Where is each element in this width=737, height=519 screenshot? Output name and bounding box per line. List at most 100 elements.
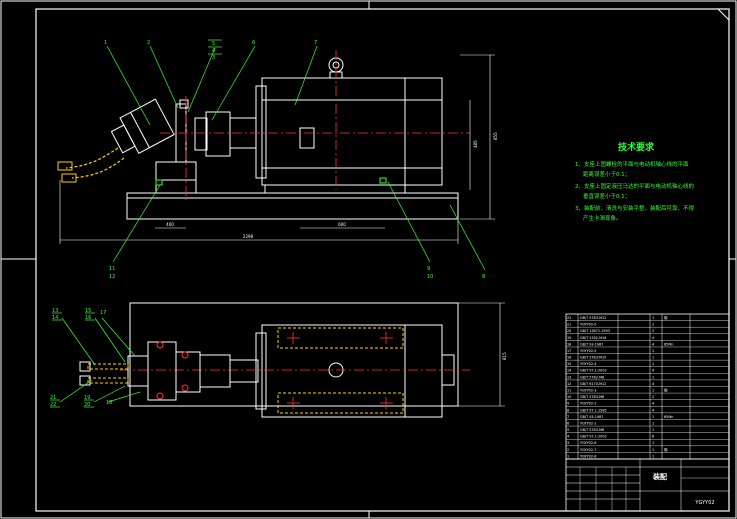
dim-length-b: 600	[338, 222, 346, 227]
bom-cell: YGYY02-4	[580, 362, 596, 366]
hose-lower	[71, 157, 125, 179]
bom-cell: 18	[567, 342, 571, 346]
bom-cell: 7	[567, 415, 569, 419]
bom-cell: 6	[652, 435, 654, 439]
bom-cell: 1	[652, 356, 654, 360]
bom-cell: 14	[567, 369, 571, 373]
bom-cell: 65Mn	[664, 415, 673, 419]
label-14: 14	[52, 315, 58, 321]
bom-cell: 10	[567, 395, 571, 399]
bom-cell: 8	[567, 408, 569, 412]
tech-requirements: 技术要求 1、支座上固螺栓的平面与电动机轴心线的平面 距离误差小于0.1； 2、…	[575, 141, 695, 222]
tech-req-line1: 1、支座上固螺栓的平面与电动机轴心线的平面	[575, 160, 689, 168]
inner-border	[35, 8, 730, 512]
label-7: 7	[314, 40, 317, 46]
bom-cell: GB/T 5782-M16	[580, 336, 606, 340]
fitting-2	[61, 173, 77, 183]
front-leaders	[106, 39, 486, 271]
label-12: 12	[109, 274, 115, 280]
bom-cell: GB/T 5783-M12	[580, 316, 606, 320]
bom-cell: 1	[652, 454, 654, 458]
title-block-name: 装配	[652, 472, 667, 481]
label-16: 16	[85, 315, 91, 321]
bom-cell: YGYY02-5	[580, 349, 596, 353]
bom-cell: 1	[652, 428, 654, 432]
dim-length-a: 400	[166, 222, 174, 227]
motor-body	[261, 77, 443, 186]
label-15: 15	[85, 308, 91, 314]
bom-cell: 4	[652, 336, 654, 340]
bom-cell: GB/T 13871-1993	[580, 329, 610, 333]
hose-upper	[65, 147, 119, 169]
bom-cell: 4	[652, 342, 654, 346]
base-plate	[126, 192, 459, 220]
terminal-box	[299, 127, 315, 149]
bom-cell: GB/T 5783-M6	[580, 428, 604, 432]
bom-cell: 20	[567, 329, 571, 333]
bom-cell: GB/T 5783-M10	[580, 356, 606, 360]
bom-cell: YGYY02-2	[580, 402, 596, 406]
bom-cell: GB/T 97.1-2002	[580, 435, 607, 439]
dim-total-length: 2298	[243, 234, 254, 239]
tech-req-line3: 3、装配前，清洗与安装平整，装配后可靠、不得	[575, 204, 695, 212]
label-11: 11	[109, 266, 115, 272]
bom-cell: 3	[567, 441, 569, 445]
label-19: 19	[84, 395, 90, 401]
label-17: 17	[100, 310, 106, 316]
bom-cell: GB/T 97.1-1985	[580, 408, 607, 412]
tech-req-line2b: 垂直误差小于0.1；	[583, 192, 630, 200]
label-9: 9	[427, 266, 430, 272]
dim-width-top: 815	[502, 352, 507, 360]
bom-cell: 1	[652, 415, 654, 419]
label-20: 20	[84, 402, 90, 408]
bom-cell: YGYY02-8	[580, 454, 596, 458]
bom-cell: 1	[652, 362, 654, 366]
bom-cell: 4	[652, 369, 654, 373]
title-block-drawing-no: YGYY02	[694, 500, 714, 506]
bom-cell: 12	[567, 382, 571, 386]
label-4: 4	[212, 48, 215, 54]
bom-cell: 2	[652, 395, 654, 399]
bom-cell: 1	[567, 454, 569, 458]
bom-cell: GB/T 97.1-2002	[580, 369, 607, 373]
bom-cell: GB/T 5783-M8	[580, 395, 604, 399]
bom-cell: 21	[567, 323, 571, 327]
bom-cell: YGYY02-0	[580, 323, 596, 327]
bom-cell: GB/T 93-1987	[580, 415, 603, 419]
dim-height2: 485	[473, 140, 478, 148]
bom-cell: 2	[652, 329, 654, 333]
bom-cell: 6	[567, 421, 569, 425]
bom-cell: GB/T 6170-M12	[580, 382, 606, 386]
bom-cell: 5	[567, 428, 569, 432]
label-10: 10	[427, 274, 433, 280]
label-22: 22	[50, 402, 56, 408]
bom-cell: GB/T 5782-M8	[580, 375, 604, 379]
label-1: 1	[104, 40, 107, 46]
tech-req-line2: 2、支座上固定液压马达的平面与电动机轴心线的	[575, 182, 695, 190]
bom-cell: 16	[567, 356, 571, 360]
bom-cell: 65Mn	[664, 342, 673, 346]
label-2: 2	[147, 40, 150, 46]
motor-foot-bottom	[277, 392, 404, 414]
bom-cell: 1	[652, 316, 654, 320]
title-block: 装配 YGYY02	[565, 458, 730, 512]
top-leaders	[50, 312, 141, 408]
bom-cell: 9	[567, 402, 569, 406]
top-base-plate	[129, 302, 459, 407]
bom-cell: 1	[652, 421, 654, 425]
label-5: 5	[212, 41, 215, 47]
bom-cell: YGYY02-6	[580, 441, 596, 445]
front-view	[57, 50, 470, 220]
tech-req-title: 技术要求	[618, 141, 655, 153]
bom-cell: 4	[652, 402, 654, 406]
label-18: 18	[106, 400, 112, 406]
label-6: 6	[252, 40, 255, 46]
front-dimensions	[59, 54, 495, 244]
bom-cell: YGYY02-3	[580, 388, 596, 392]
label-13: 13	[52, 308, 58, 314]
top-bracket	[175, 351, 201, 393]
bom-cell: 1	[652, 441, 654, 445]
top-view	[79, 302, 470, 418]
